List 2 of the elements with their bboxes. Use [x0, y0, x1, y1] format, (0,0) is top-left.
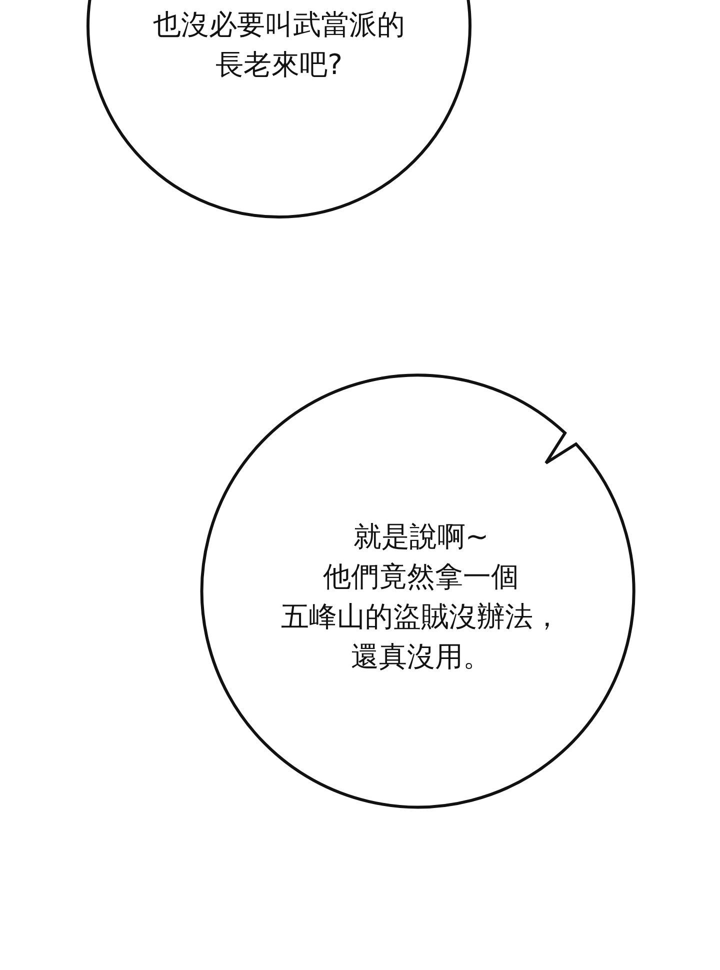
- dialogue-text: 就是說啊~他們竟然拿一個五峰山的盜賊沒辦法，還真沒用。: [280, 519, 562, 675]
- dialogue-text: 也沒必要叫武當派的長老來吧?: [152, 7, 406, 83]
